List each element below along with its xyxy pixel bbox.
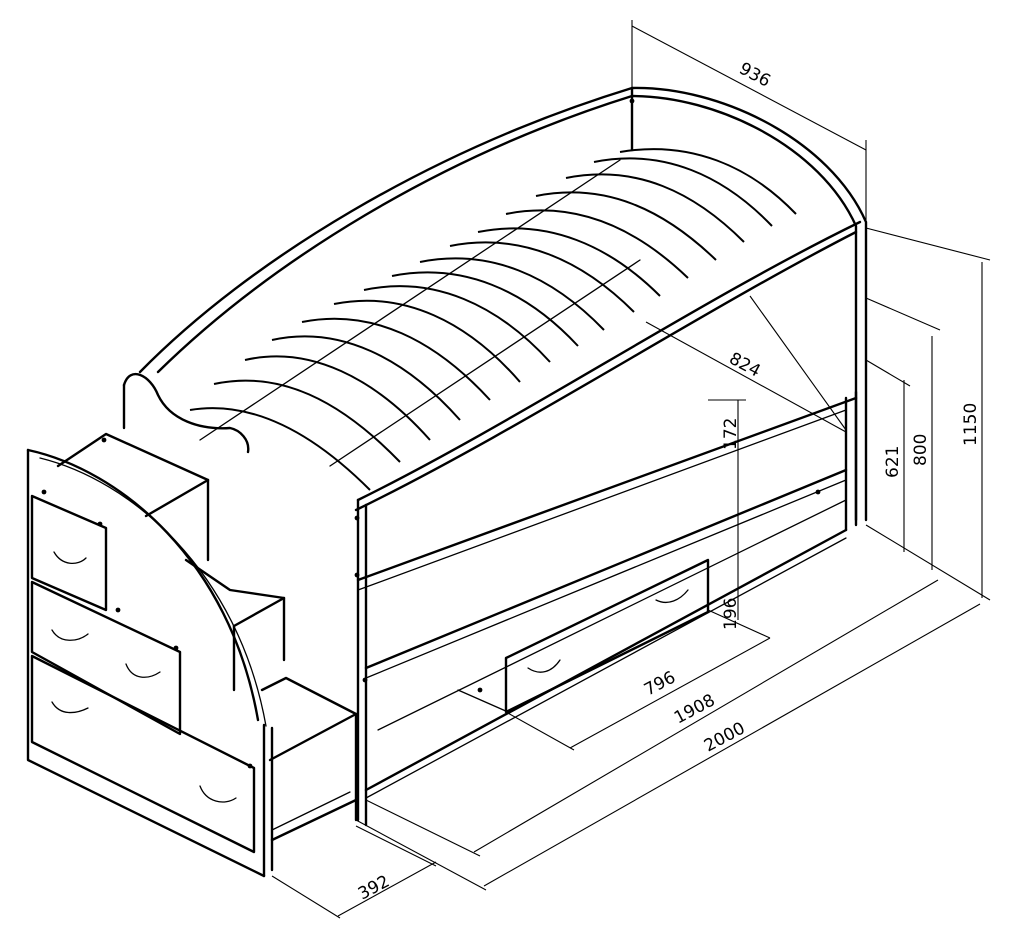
stair-drawer-1 (30, 494, 108, 612)
dim-2000-label: 2000 (701, 718, 749, 756)
dim-392-label: 392 (355, 872, 393, 905)
stair-drawer-2 (30, 580, 182, 736)
dimension-labels: 936 1150 800 621 824 172 196 796 1908 20… (355, 59, 981, 905)
dim-196-label: 196 (721, 598, 741, 630)
dim-172-label: 172 (721, 418, 741, 450)
stair-drawer-3 (30, 654, 256, 854)
bed-slats (189, 148, 797, 491)
bed-frame (122, 86, 868, 827)
dim-936-label: 936 (736, 59, 774, 92)
dim-800-label: 800 (911, 434, 931, 466)
dimension-lines (271, 20, 991, 919)
stair-drawer-unit (26, 432, 358, 878)
dim-1150-label: 1150 (961, 403, 981, 446)
dim-796-label: 796 (641, 668, 679, 701)
dim-621-label: 621 (883, 446, 903, 478)
